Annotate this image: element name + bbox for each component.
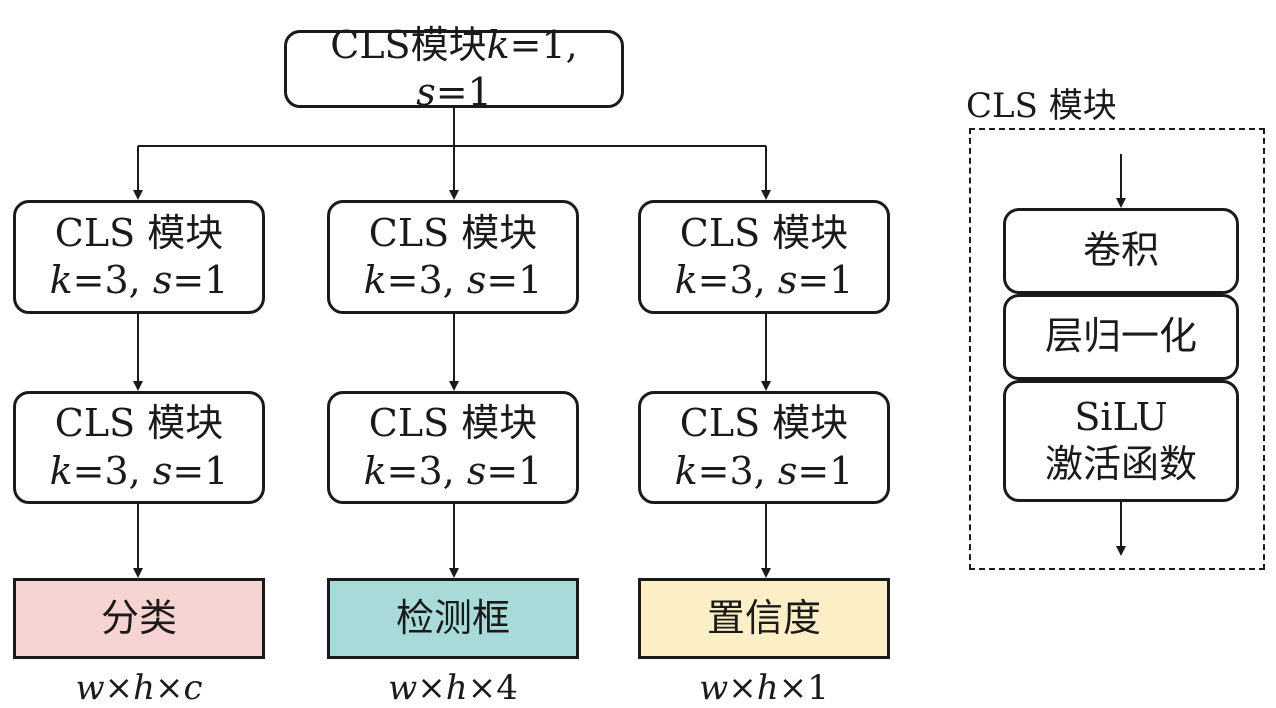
output-classification-box: 分类	[13, 578, 265, 659]
block-title: CLS 模块	[679, 401, 849, 445]
param-k-value: =3,	[386, 448, 467, 493]
param-s: s	[152, 258, 173, 302]
dim-times: ×	[728, 668, 757, 708]
top-block-s-value: =1	[435, 70, 492, 114]
param-k: k	[674, 258, 698, 302]
dim-times: ×	[154, 668, 184, 708]
param-s-value: =1	[172, 258, 229, 302]
output-2-dimension: w×h×4	[327, 668, 579, 708]
output-3-dimension: w×h×1	[638, 668, 890, 708]
param-k-value: =3,	[697, 448, 778, 493]
output-label: 置信度	[706, 595, 821, 640]
legend-step-conv: 卷积	[1003, 208, 1239, 294]
param-k-value: =3,	[386, 258, 467, 302]
param-s: s	[777, 448, 798, 493]
dim-times: ×	[104, 668, 134, 708]
param-s: s	[777, 258, 798, 302]
block-params: k=3, s=1	[50, 257, 229, 305]
legend-step-layernorm: 层归一化	[1003, 294, 1239, 380]
branch-3-block-1: CLS 模块 k=3, s=1	[638, 200, 890, 314]
dim-c: 4	[496, 668, 518, 708]
param-s: s	[152, 448, 173, 493]
block-params: k=3, s=1	[364, 448, 543, 496]
block-params: k=3, s=1	[50, 448, 229, 496]
branch-2-block-1: CLS 模块 k=3, s=1	[327, 200, 579, 314]
step-label: 卷积	[1082, 228, 1159, 273]
param-s: s	[466, 448, 487, 493]
block-title: CLS 模块	[54, 401, 224, 445]
top-block-text: CLS模块k=1, s=1	[287, 22, 621, 117]
param-k: k	[674, 448, 698, 493]
param-k: k	[363, 448, 387, 493]
param-s-value: =1	[797, 448, 854, 493]
top-block-s: s	[416, 70, 436, 114]
step-label: SiLU	[1074, 394, 1168, 439]
top-cls-block: CLS模块k=1, s=1	[284, 23, 624, 114]
legend-dashed-frame	[969, 128, 1265, 570]
block-title: CLS 模块	[368, 210, 538, 255]
block-params: k=3, s=1	[675, 257, 854, 305]
top-block-k-value: =1,	[509, 22, 578, 67]
dim-h: h	[133, 668, 155, 708]
branch-1-block-2: CLS 模块 k=3, s=1	[13, 391, 265, 504]
output-confidence-box: 置信度	[638, 578, 890, 659]
dim-w: w	[699, 668, 729, 708]
param-k: k	[49, 258, 73, 302]
top-block-module: CLS模块	[330, 22, 487, 67]
dim-times: ×	[417, 668, 446, 708]
output-bbox-box: 检测框	[327, 578, 579, 659]
param-k-value: =3,	[697, 258, 778, 302]
param-s: s	[466, 258, 487, 302]
branch-1-block-1: CLS 模块 k=3, s=1	[13, 200, 265, 314]
legend-title: CLS 模块	[966, 86, 1117, 126]
output-1-dimension: w×h×c	[13, 668, 265, 708]
block-title: CLS 模块	[54, 210, 224, 255]
param-s-value: =1	[486, 258, 543, 302]
block-params: k=3, s=1	[364, 257, 543, 305]
dim-times: ×	[467, 668, 497, 708]
block-title: CLS 模块	[679, 210, 849, 255]
branch-2-block-2: CLS 模块 k=3, s=1	[327, 391, 579, 504]
dim-times: ×	[778, 668, 808, 708]
param-k: k	[49, 448, 73, 493]
param-k-value: =3,	[72, 448, 153, 493]
branch-3-block-2: CLS 模块 k=3, s=1	[638, 391, 890, 504]
output-label: 分类	[100, 595, 177, 640]
dim-c: 1	[807, 668, 829, 708]
param-s-value: =1	[172, 448, 229, 493]
legend-step-silu: SiLU 激活函数	[1003, 380, 1239, 502]
block-title: CLS 模块	[368, 401, 538, 445]
step-label: 层归一化	[1044, 314, 1197, 359]
block-params: k=3, s=1	[675, 448, 854, 496]
param-k-value: =3,	[72, 258, 153, 302]
dim-h: h	[445, 668, 468, 708]
param-s-value: =1	[797, 258, 854, 302]
step-label: 激活函数	[1044, 442, 1197, 486]
top-block-k: k	[486, 22, 510, 67]
dim-w: w	[388, 668, 418, 708]
output-label: 检测框	[395, 595, 510, 640]
dim-h: h	[756, 668, 779, 708]
dim-w: w	[75, 668, 105, 708]
param-k: k	[363, 258, 387, 302]
dim-c: c	[183, 668, 203, 708]
param-s-value: =1	[486, 448, 543, 493]
